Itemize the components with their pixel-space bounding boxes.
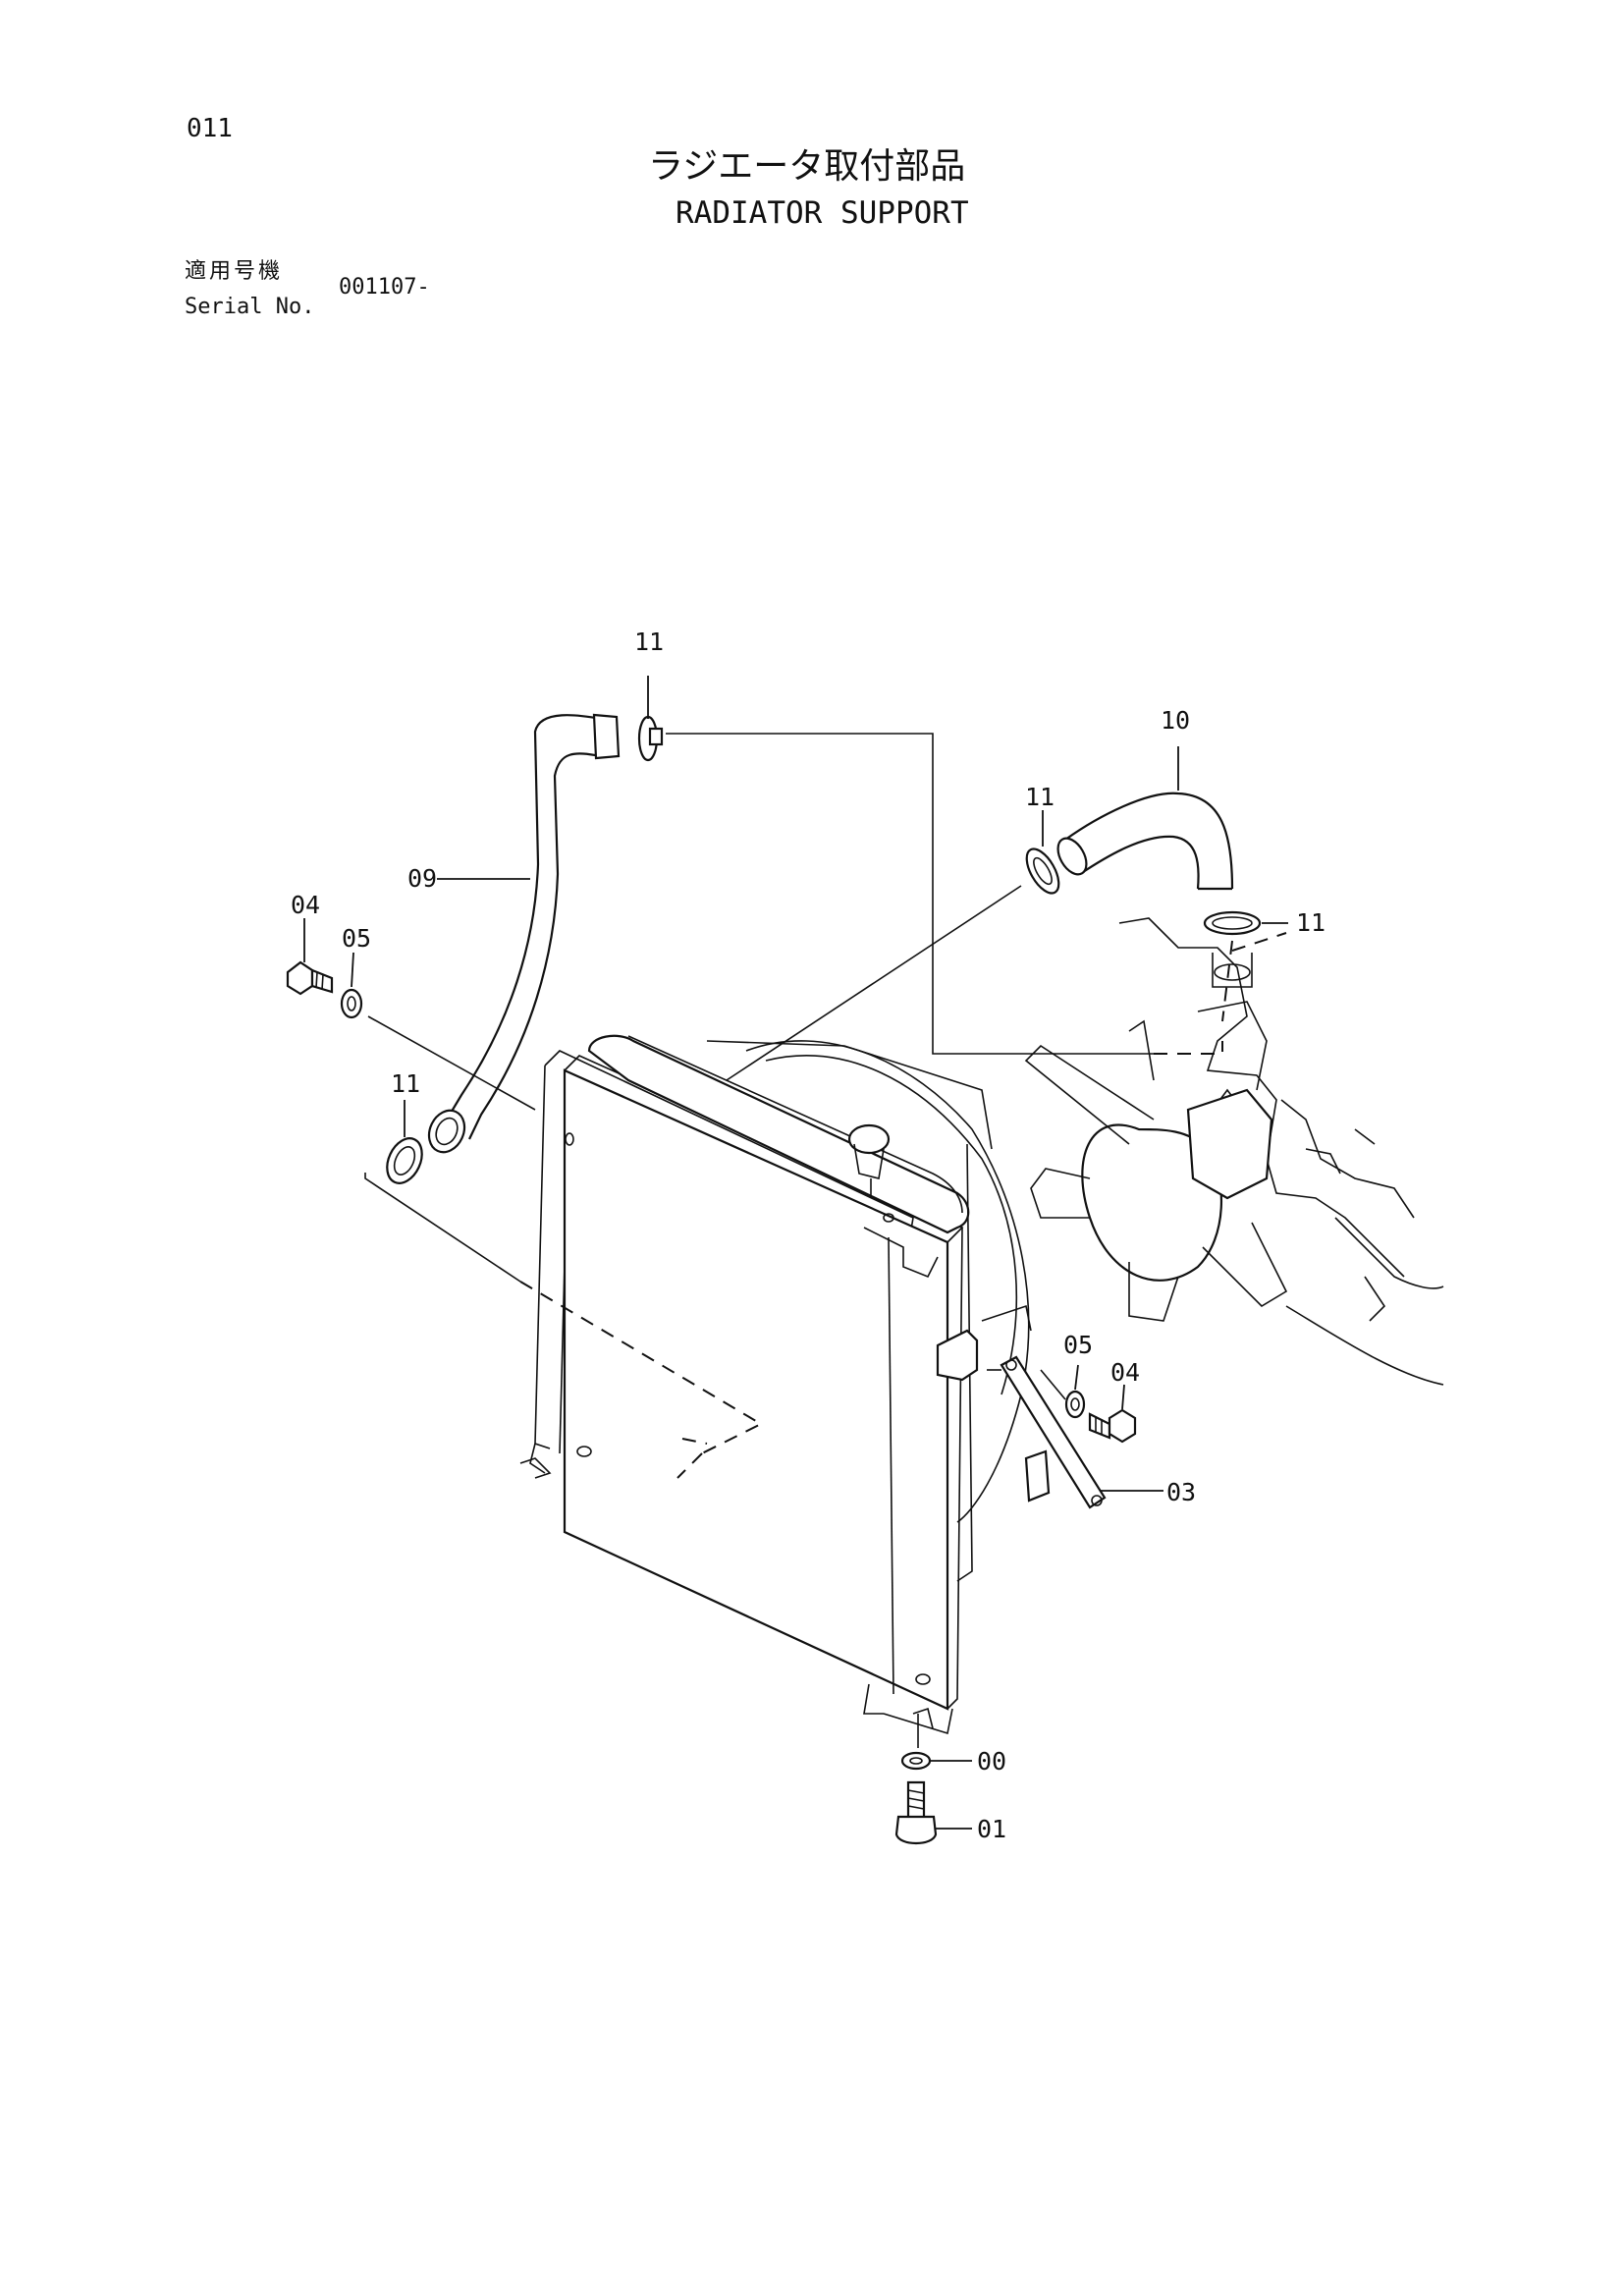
- callout-00: 00: [977, 1747, 1006, 1776]
- serial-label-en: Serial No.: [185, 295, 315, 319]
- callout-01: 01: [977, 1815, 1006, 1843]
- callout-11-right: 11: [1296, 908, 1325, 937]
- callout-03: 03: [1166, 1478, 1196, 1506]
- washer-05-right: [1064, 1390, 1086, 1419]
- callout-05-right: 05: [1063, 1331, 1093, 1359]
- washer-05-left: [340, 988, 363, 1019]
- page-title-jp: ラジエータ取付部品: [648, 146, 966, 187]
- callout-05-left: 05: [342, 924, 371, 953]
- upper-hose-09: [427, 713, 621, 1154]
- callout-leaders: [303, 676, 1288, 1830]
- callout-10: 10: [1161, 706, 1190, 735]
- callout-09: 09: [407, 864, 437, 893]
- bolt-04-right: [1088, 1408, 1137, 1444]
- hose-clamp-11-right: [1203, 910, 1262, 936]
- serial-label-jp: 適用号機: [185, 259, 284, 284]
- washer-00: [900, 1751, 932, 1771]
- callout-11-mid: 11: [1025, 783, 1055, 811]
- radiator-core: [519, 1034, 1032, 1735]
- bolt-04-left: [286, 960, 334, 996]
- callout-04-right: 04: [1110, 1358, 1140, 1387]
- page-title-en: RADIATOR SUPPORT: [676, 195, 969, 231]
- bolt-01: [894, 1780, 938, 1845]
- assembly-lines: [364, 733, 1287, 1748]
- callout-11-left: 11: [391, 1069, 420, 1098]
- engine-assembly: [1024, 917, 1444, 1386]
- hose-clamp-11-left: [386, 1137, 423, 1184]
- lower-hose-10: [1056, 792, 1234, 891]
- page-number: 011: [187, 114, 233, 143]
- hose-clamp-11-top: [637, 715, 664, 762]
- callout-11-top: 11: [634, 628, 664, 656]
- callout-04-left: 04: [291, 891, 320, 919]
- serial-value: 001107-: [339, 275, 430, 300]
- radiator-stay-03: [1000, 1355, 1107, 1509]
- hose-clamp-11-mid: [1025, 847, 1060, 895]
